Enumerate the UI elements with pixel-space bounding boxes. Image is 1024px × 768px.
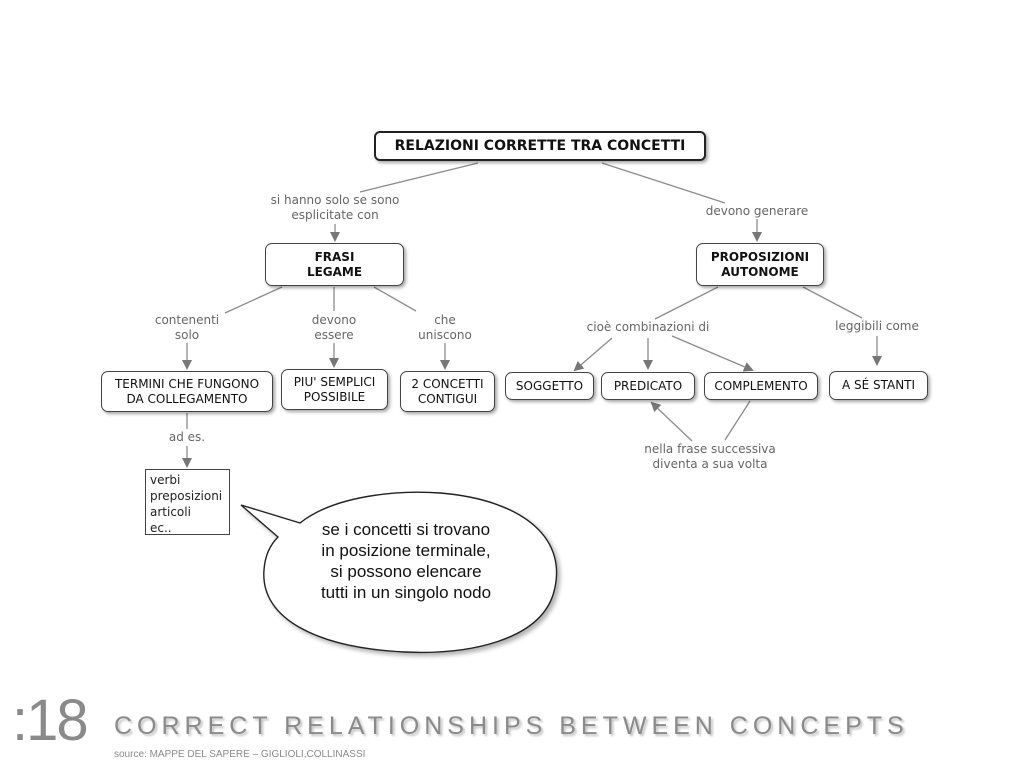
node-frasi-legame: FRASI LEGAME <box>265 243 404 286</box>
node-predicato: PREDICATO <box>601 372 695 400</box>
slide-source: source: MAPPE DEL SAPERE – GIGLIOLI,COLL… <box>114 749 366 760</box>
node-termini: TERMINI CHE FUNGONO DA COLLEGAMENTO <box>101 371 273 412</box>
callout-text: se i concetti si trovano in posizione te… <box>320 520 492 602</box>
connector-prop-leggibili <box>802 286 863 319</box>
connector-cioe-soggetto <box>573 337 613 372</box>
slide-title: CORRECT RELATIONSHIPS BETWEEN CONCEPTS <box>114 712 909 740</box>
node-piu-semplici: PIU' SEMPLICI POSSIBILE <box>281 369 388 410</box>
connector-cioe-complemento <box>671 335 754 372</box>
link-label-ad-es: ad es. <box>168 430 206 444</box>
connector-root-left <box>359 162 479 193</box>
root-node: RELAZIONI CORRETTE TRA CONCETTI <box>374 131 706 161</box>
connector-frasi-che <box>373 286 417 312</box>
node-soggetto: SOGGETTO <box>505 372 594 400</box>
callout-bubble <box>240 491 558 654</box>
link-label-cioe-combinazioni: cioè combinazioni di <box>586 320 710 334</box>
node-a-se-stanti: A SÉ STANTI <box>829 371 928 400</box>
connector-prop-cioe <box>654 286 719 320</box>
node-due-concetti: 2 CONCETTI CONTIGUI <box>400 371 495 412</box>
link-label-si-hanno: si hanno solo se sono esplicitate con <box>270 193 400 222</box>
connector-nella-predicato <box>650 401 693 442</box>
link-label-devono-essere: devono essere <box>311 313 357 342</box>
node-proposizioni-autonome: PROPOSIZIONI AUTONOME <box>696 243 824 286</box>
link-label-che-uniscono: che uniscono <box>418 313 472 342</box>
examples-box: verbi preposizioni articoli ec.. <box>145 469 230 535</box>
connector-frasi-contenenti <box>224 286 283 314</box>
link-label-devono-generare: devono generare <box>705 204 809 218</box>
slide-number: :18 <box>12 688 89 753</box>
link-label-nella-frase: nella frase successiva diventa a sua vol… <box>644 442 776 471</box>
node-complemento: COMPLEMENTO <box>704 372 818 400</box>
link-label-leggibili-come: leggibili come <box>835 319 919 333</box>
connector-root-right <box>601 162 726 204</box>
link-label-contenenti-solo: contenenti solo <box>154 313 220 342</box>
connector-complemento-nella <box>724 400 751 441</box>
